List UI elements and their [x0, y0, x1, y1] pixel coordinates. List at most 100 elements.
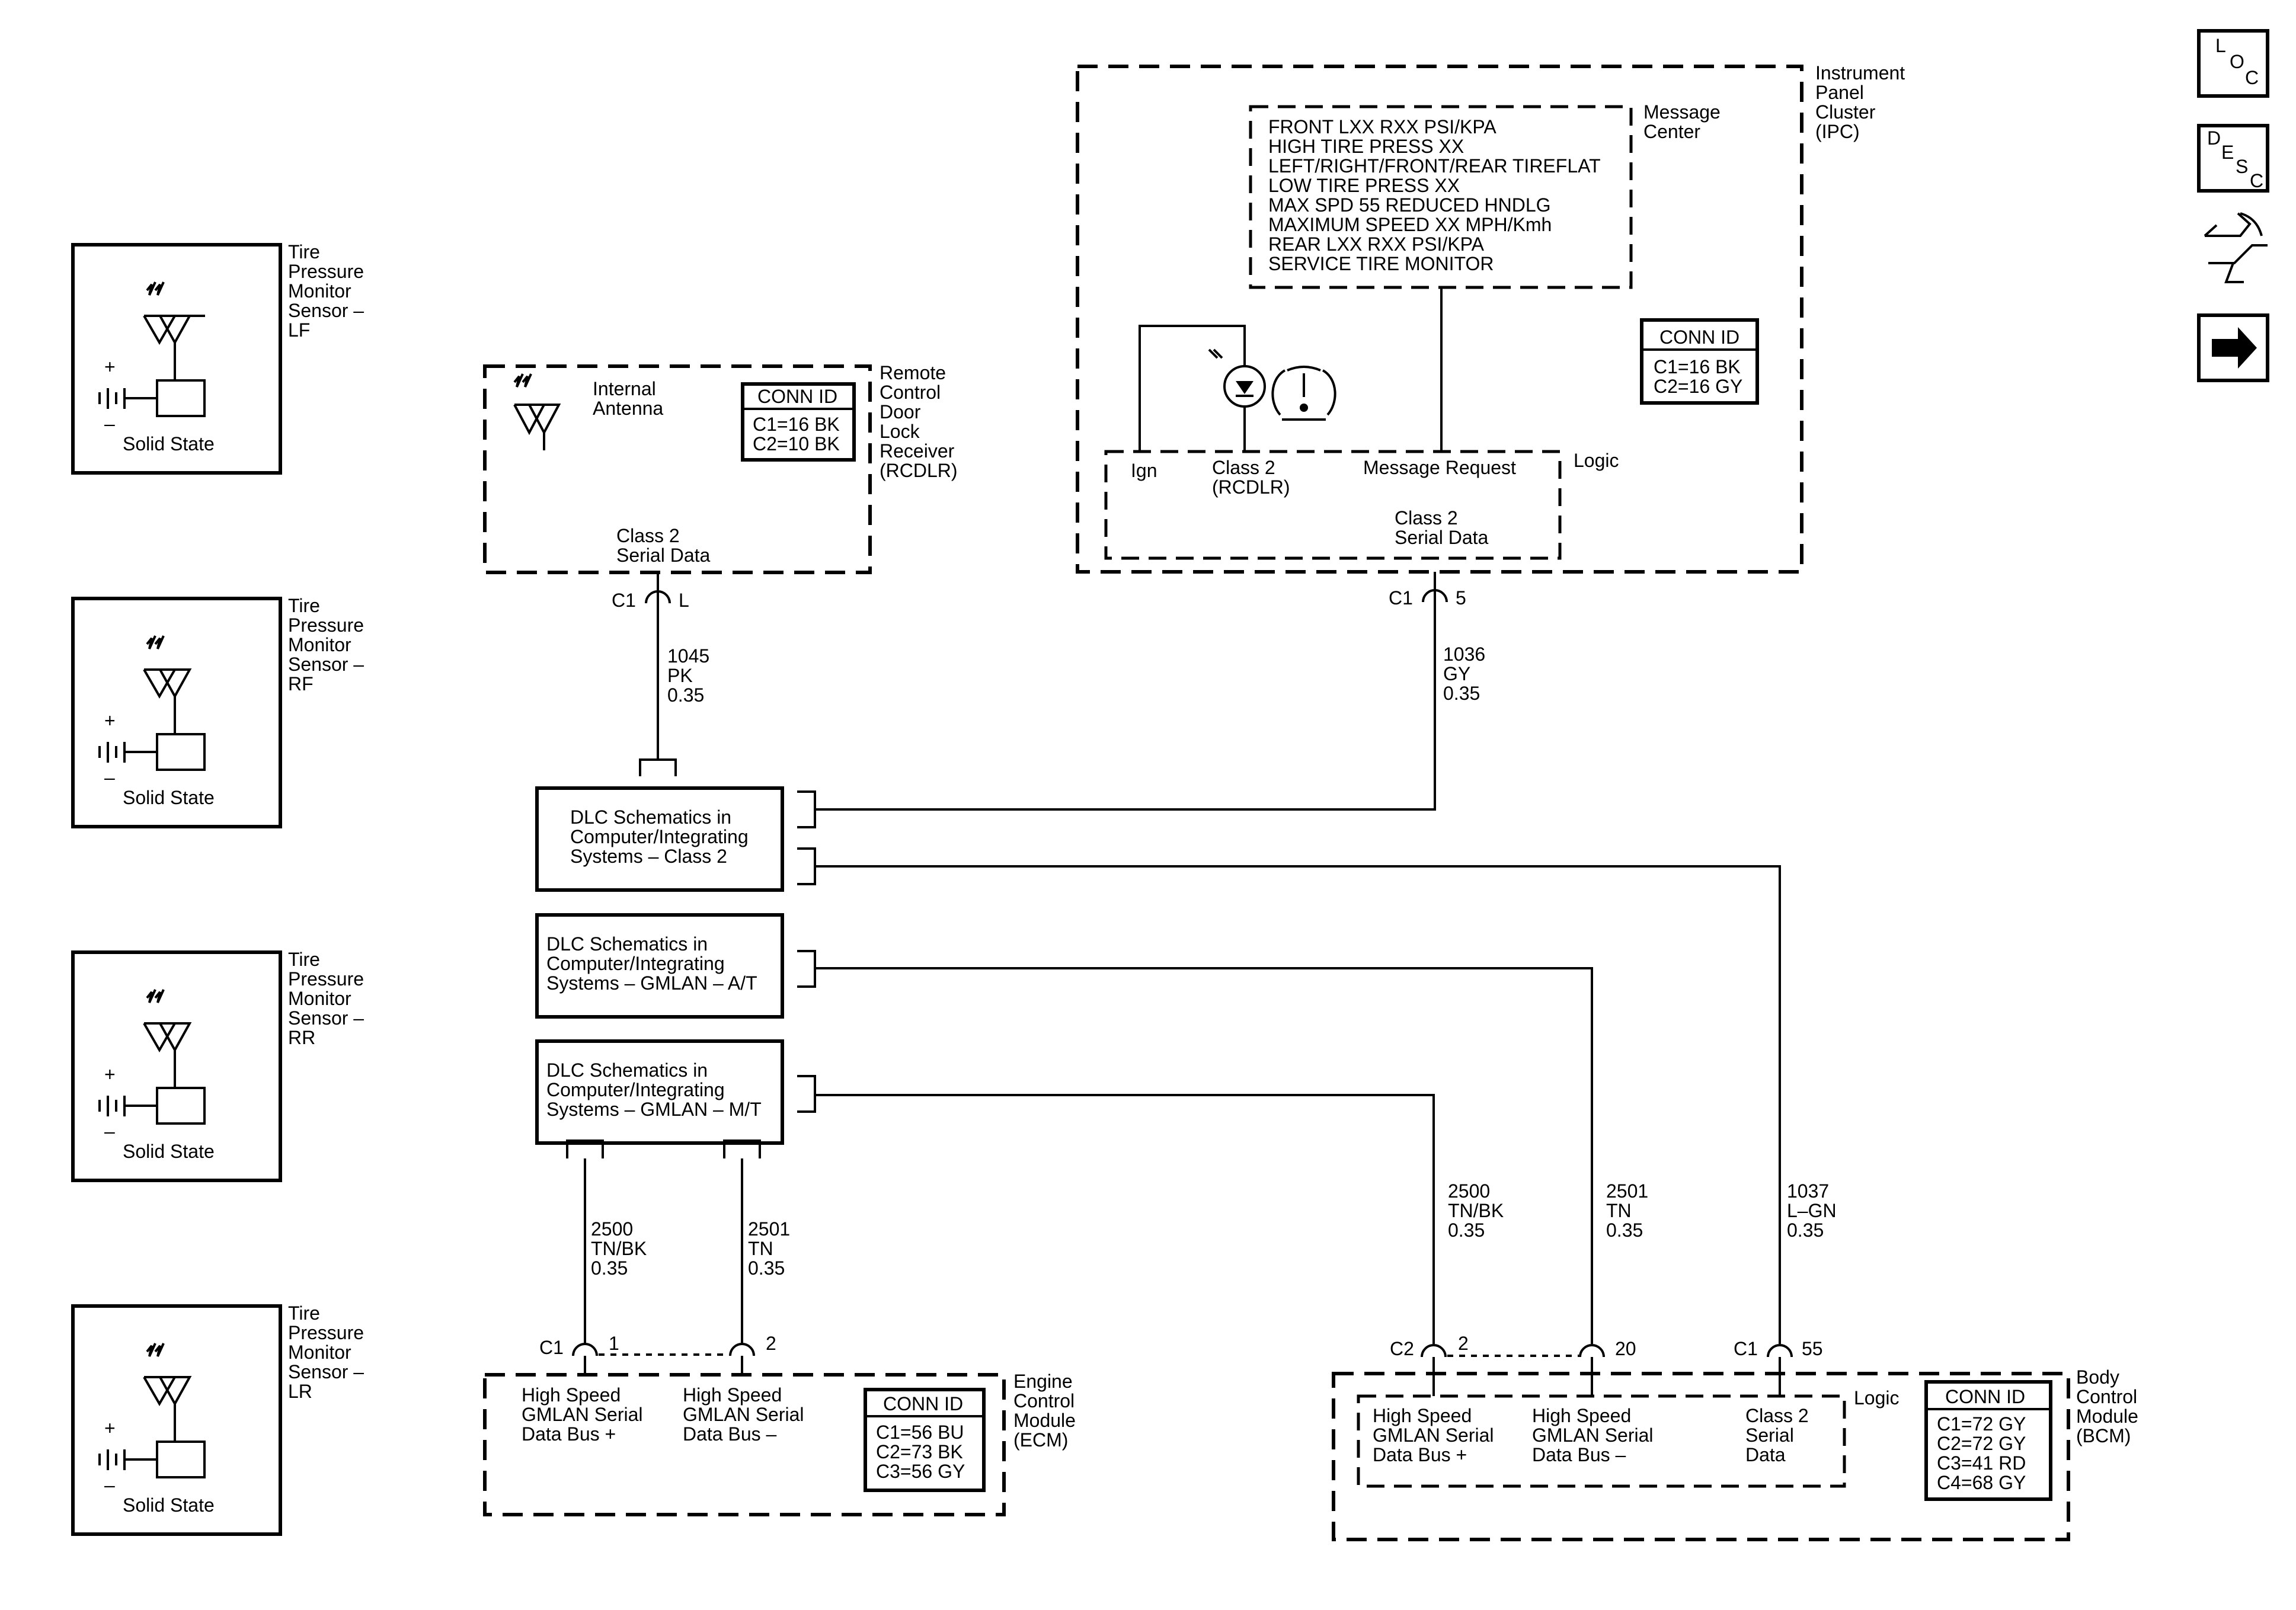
svg-text:Computer/Integrating: Computer/Integrating	[546, 1079, 725, 1100]
svg-text:LR: LR	[288, 1381, 312, 1402]
antenna-label: Internal	[593, 378, 656, 399]
svg-text:Cluster: Cluster	[1815, 101, 1876, 123]
svg-text:Module: Module	[2076, 1406, 2138, 1427]
ipc-boundary	[1076, 65, 1803, 574]
serial-data-label: Serial Data	[1395, 527, 1489, 548]
svg-text:C4=68 GY: C4=68 GY	[1937, 1472, 2026, 1493]
wire-2501-bcm	[815, 967, 1593, 1344]
svg-text:Sensor –: Sensor –	[288, 300, 364, 321]
wire-1036	[815, 603, 1436, 811]
svg-text:Systems – Class 2: Systems – Class 2	[570, 846, 727, 867]
svg-text:High Speed: High Speed	[1373, 1405, 1472, 1426]
svg-text:Instrument: Instrument	[1815, 62, 1905, 84]
svg-text:Control: Control	[880, 382, 941, 403]
plus-label: +	[104, 1064, 116, 1085]
message-list: FRONT LXX RXX PSI/KPA HIGH TIRE PRESS XX…	[1268, 116, 1601, 274]
svg-text:GMLAN Serial: GMLAN Serial	[1532, 1425, 1654, 1446]
class2-label: Class 2	[1212, 457, 1275, 478]
svg-text:Lock: Lock	[880, 421, 920, 442]
ecm-pins: C1 1 2	[539, 1333, 776, 1375]
ecm-bus-minus-label: High Speed GMLAN Serial Data Bus –	[683, 1384, 804, 1445]
svg-text:Computer/Integrating: Computer/Integrating	[570, 826, 749, 847]
svg-text:C1: C1	[612, 590, 636, 611]
svg-text:High Speed: High Speed	[683, 1384, 782, 1406]
sensor-name: Tire Pressure Monitor Sensor – RR	[288, 949, 364, 1048]
rcdlr-c1-pin: C1 L	[612, 572, 689, 611]
svg-text:CONN ID: CONN ID	[1659, 327, 1739, 348]
dlc-connector-bracket	[639, 758, 677, 776]
svg-text:Serial: Serial	[1745, 1425, 1794, 1446]
dlc-label: Systems – GMLAN – M/T	[546, 1099, 762, 1120]
svg-text:C1=16 BK: C1=16 BK	[753, 414, 840, 435]
svg-text:GMLAN Serial: GMLAN Serial	[1373, 1425, 1494, 1446]
svg-text:GMLAN Serial: GMLAN Serial	[683, 1404, 804, 1425]
svg-text:RR: RR	[288, 1027, 315, 1048]
desc-button[interactable]: D E S C	[2197, 124, 2269, 193]
svg-text:TN/BK: TN/BK	[1448, 1200, 1504, 1221]
svg-text:S: S	[2236, 156, 2248, 177]
svg-text:0.35: 0.35	[591, 1257, 628, 1279]
sensor-name: Tire Pressure Monitor Sensor – LF	[288, 241, 364, 341]
rcdlr-conn-id-table: CONN ID C1=16 BK C2=10 BK	[741, 382, 856, 462]
svg-text:0.35: 0.35	[667, 684, 704, 706]
connector-icon[interactable]	[2204, 212, 2268, 283]
svg-text:LF: LF	[288, 319, 310, 341]
svg-text:Computer/Integrating: Computer/Integrating	[546, 953, 725, 974]
bcm-pins: C2 2 20 C1 55	[1390, 1333, 1823, 1396]
svg-text:0.35: 0.35	[748, 1257, 785, 1279]
antenna-icon	[143, 989, 192, 1088]
class2-label: (RCDLR)	[1212, 476, 1290, 498]
ecm-conn-id-table: CONN ID C1=56 BU C2=73 BK C3=56 GY	[864, 1388, 986, 1492]
svg-text:L: L	[679, 590, 689, 611]
svg-text:TN/BK: TN/BK	[591, 1238, 647, 1259]
sensor-type-label: Solid State	[123, 1141, 215, 1162]
svg-text:GY: GY	[1443, 663, 1470, 684]
plus-label: +	[104, 1417, 116, 1439]
ipc-logic-boundary	[1104, 450, 1562, 560]
svg-text:0.35: 0.35	[1443, 683, 1480, 704]
svg-text:C2: C2	[1390, 1338, 1414, 1359]
battery-icon	[98, 379, 206, 417]
svg-text:CONN ID: CONN ID	[1945, 1386, 2025, 1407]
svg-text:C: C	[2250, 170, 2263, 191]
bcm-bus-minus-label: High Speed GMLAN Serial Data Bus –	[1532, 1405, 1654, 1465]
svg-text:Tire: Tire	[288, 595, 320, 616]
svg-text:L: L	[2215, 35, 2226, 56]
ipc-name: Instrument Panel Cluster (IPC)	[1815, 62, 1905, 142]
sensor-name: Tire Pressure Monitor Sensor – LR	[288, 1302, 364, 1402]
svg-text:1036: 1036	[1443, 644, 1485, 665]
svg-text:L–GN: L–GN	[1787, 1200, 1837, 1221]
svg-text:C1=16 BK: C1=16 BK	[1654, 356, 1741, 377]
sensor-type-label: Solid State	[123, 433, 215, 454]
svg-text:(IPC): (IPC)	[1815, 121, 1860, 142]
ipc-module: Instrument Panel Cluster (IPC) Message C…	[1076, 62, 1905, 574]
next-arrow-icon[interactable]	[2197, 313, 2269, 382]
svg-text:Data: Data	[1745, 1444, 1786, 1465]
svg-text:MAX SPD 55 REDUCED HNDLG: MAX SPD 55 REDUCED HNDLG	[1268, 194, 1551, 216]
svg-text:1037: 1037	[1787, 1180, 1829, 1202]
connector-bracket	[797, 847, 816, 885]
plus-label: +	[104, 356, 116, 377]
tpms-sensor-lf: + – Solid State Tire Pressure Monitor Se…	[71, 241, 364, 475]
svg-text:Receiver: Receiver	[880, 440, 955, 462]
sensor-type-label: Solid State	[123, 787, 215, 808]
ecm-name: Engine Control Module (ECM)	[1013, 1371, 1076, 1451]
svg-text:PK: PK	[667, 665, 693, 686]
wire-2500-bcm-label: 2500 TN/BK 0.35	[1448, 1180, 1504, 1241]
svg-text:TN: TN	[1606, 1200, 1632, 1221]
svg-text:Tire: Tire	[288, 1302, 320, 1324]
loc-button[interactable]: L O C	[2197, 29, 2269, 98]
sensor-type-label: Solid State	[123, 1494, 215, 1516]
svg-text:C2=16 GY: C2=16 GY	[1654, 376, 1742, 397]
svg-text:HIGH TIRE PRESS XX: HIGH TIRE PRESS XX	[1268, 136, 1464, 157]
rcdlr-name: Remote Control Door Lock Receiver (RCDLR…	[880, 362, 958, 481]
svg-text:Body: Body	[2076, 1366, 2119, 1388]
sensor-name: Tire Pressure Monitor Sensor – RF	[288, 595, 364, 694]
ipc-conn-id-table: CONN ID C1=16 BK C2=16 GY	[1640, 318, 1759, 405]
wire-1037	[815, 865, 1781, 1344]
rcdlr-boundary	[483, 364, 872, 574]
wire-2500-bcm	[815, 1094, 1435, 1344]
svg-text:Sensor –: Sensor –	[288, 654, 364, 675]
dlc-gmlan-at-box: DLC Schematics in Computer/Integrating S…	[535, 913, 816, 1019]
wire-1045-label: 1045 PK 0.35	[667, 645, 709, 706]
